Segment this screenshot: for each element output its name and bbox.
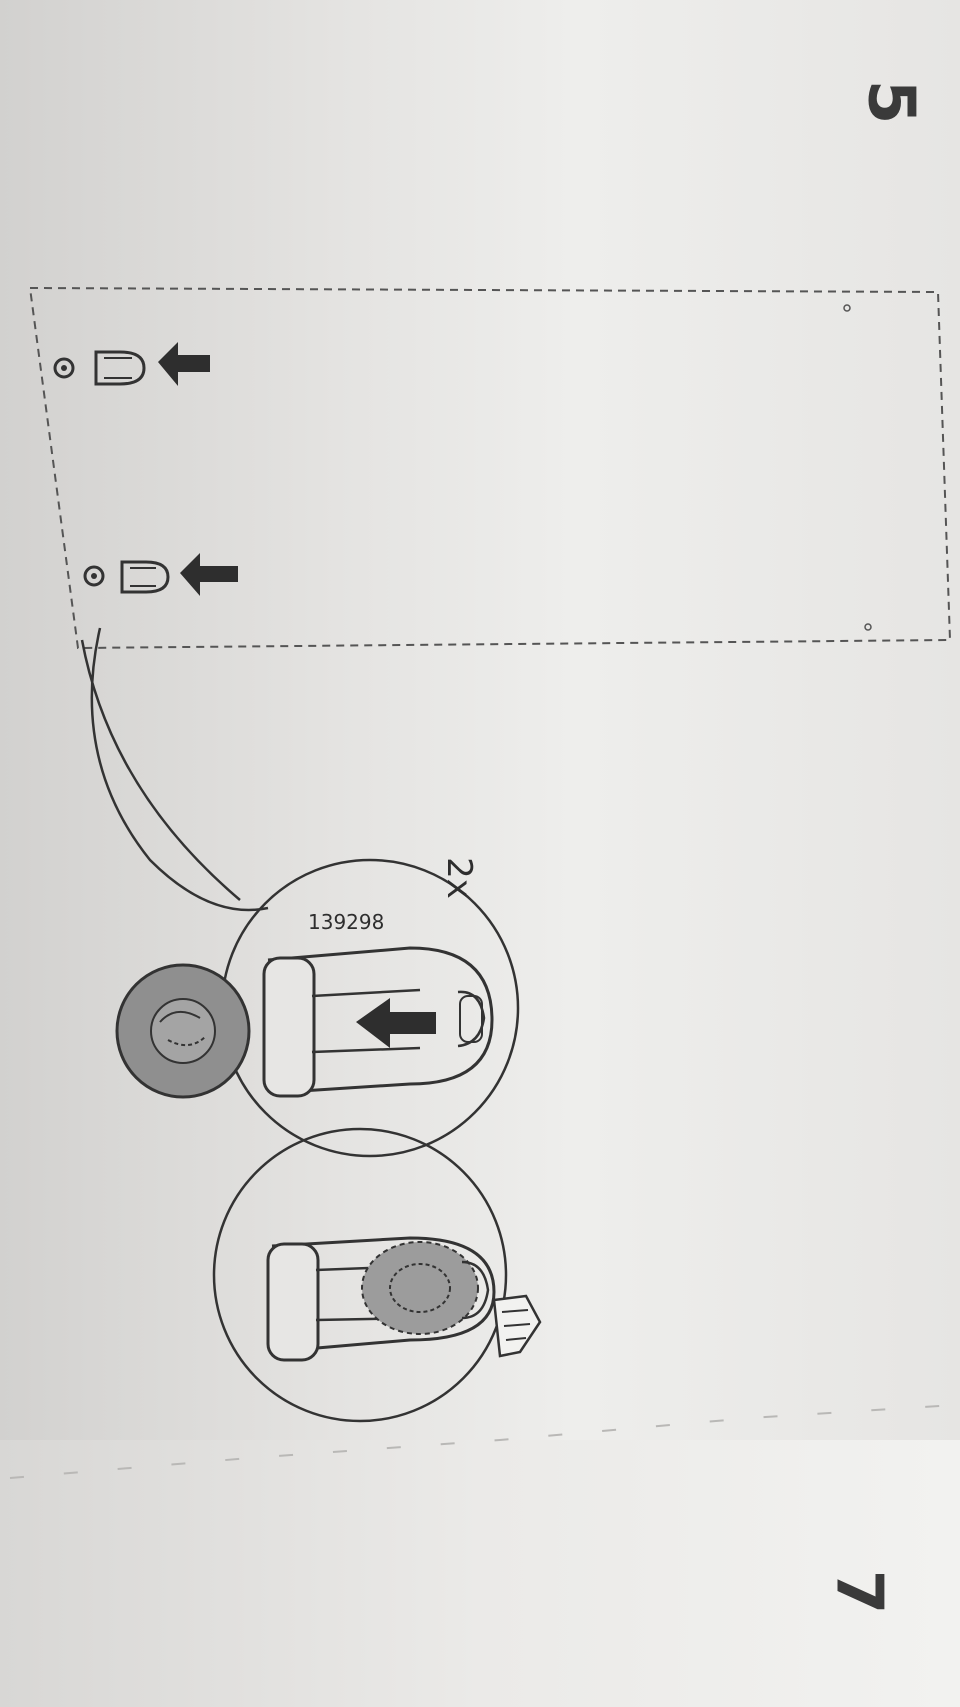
clip-icon [120,560,170,594]
clip-detail-icon [267,946,494,1094]
washer-overlay [361,1241,479,1335]
callout-line [90,627,269,912]
washer-icon [83,565,105,587]
step-number-bottom: 7 [821,1569,896,1615]
panel-outline [28,286,952,650]
detail-circle-2 [212,1127,508,1423]
clip-installed-icon [271,1236,496,1352]
clip-position-1 [53,342,210,386]
clip-icon [94,350,146,386]
quantity-label: 2x [438,857,479,899]
arrow-icon [180,553,238,596]
insert-arrow-icon [356,998,436,1048]
arrow-icon [158,342,210,386]
next-sheet [0,1440,960,1707]
clip-position-2 [83,553,238,596]
part-number: 139298 [308,910,385,934]
washer-icon [53,357,75,379]
hand-press-icon [492,1294,542,1358]
hole-marker [843,304,851,312]
hole-marker [864,623,872,631]
perforation-line [9,1404,956,1479]
step-number-top: 5 [853,79,928,125]
